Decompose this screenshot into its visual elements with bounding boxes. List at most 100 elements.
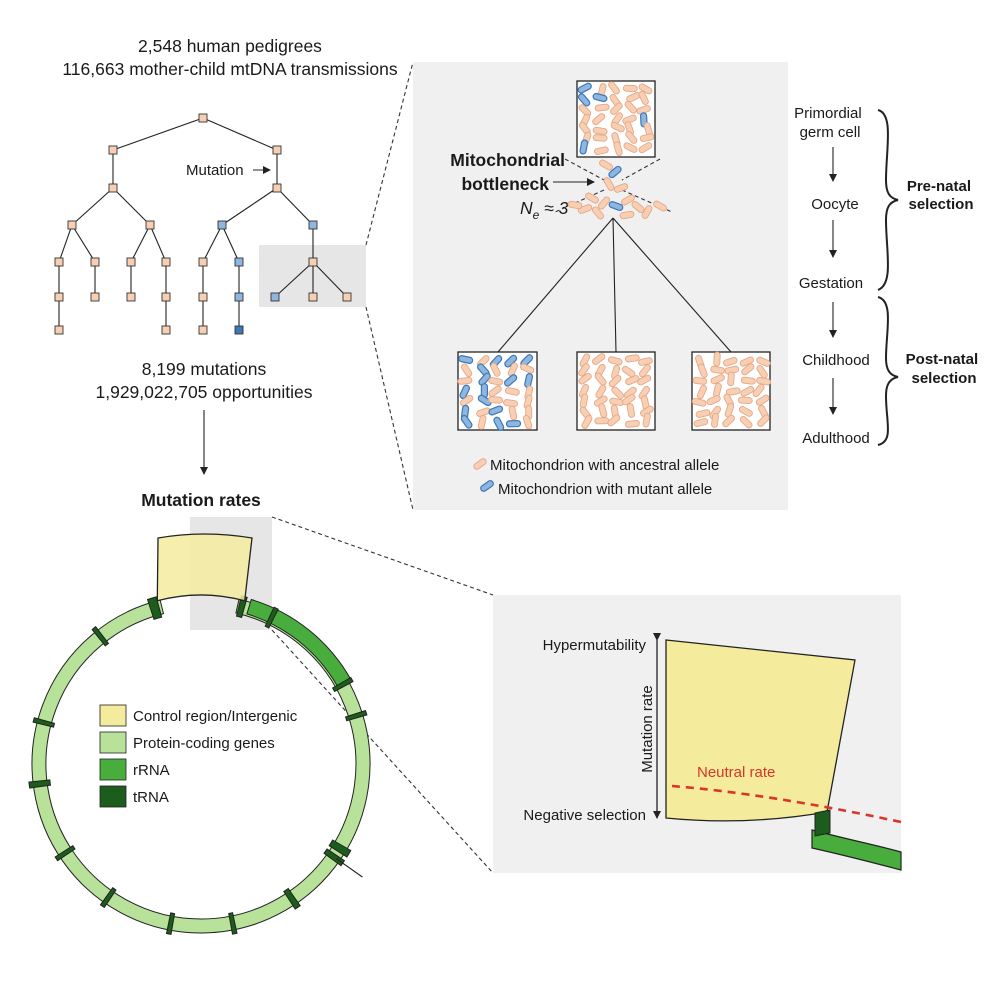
- pedigree-node-mutant: [234, 325, 244, 335]
- trna-segment: [28, 779, 52, 789]
- pedigree-node: [108, 145, 118, 155]
- pedigree-node: [308, 257, 318, 267]
- ancestral-mitochondrion: [710, 412, 720, 429]
- prenatal-label-line2: selection: [908, 196, 973, 213]
- development-stages: Primordial germ cell Oocyte Gestation Ch…: [794, 105, 983, 447]
- genome-connector-bottom: [271, 629, 494, 874]
- pedigree-node: [126, 257, 136, 267]
- genome-zoom-tick: [335, 858, 363, 878]
- hypermutability-label: Hypermutability: [543, 637, 647, 654]
- pedigree-node: [161, 292, 171, 302]
- pedigree-node: [198, 325, 208, 335]
- neutral-rate-line: [671, 784, 902, 824]
- stats-line2: 1,929,022,705 opportunities: [96, 382, 313, 402]
- pedigree-title-line2: 116,663 mother-child mtDNA transmissions: [62, 59, 397, 79]
- ancestral-mitochondrion: [487, 395, 504, 404]
- ancestral-mitochondrion: [740, 376, 757, 385]
- stage-childhood: Childhood: [802, 352, 870, 369]
- genome-legend: Control region/Intergenic Protein-coding…: [99, 704, 298, 808]
- ancestral-mitochondrion: [737, 396, 753, 405]
- trna-segment: [283, 887, 301, 910]
- trna-segment: [32, 717, 56, 728]
- trna-segment: [54, 845, 76, 862]
- bottleneck-legend: Mitochondrion with ancestral allele Mito…: [472, 457, 719, 498]
- pedigree-node: [126, 292, 136, 302]
- child-cell-box-mixed: [457, 351, 538, 432]
- trna-segment: [146, 596, 163, 621]
- mutation-rate-axis-label: Mutation rate: [639, 685, 656, 773]
- legend-trna-label: tRNA: [133, 789, 169, 806]
- zoom-connector-top: [365, 61, 414, 246]
- legend-control-label: Control region/Intergenic: [133, 708, 298, 725]
- legend-protein-label: Protein-coding genes: [133, 735, 275, 752]
- prenatal-label-line1: Pre-natal: [907, 178, 971, 195]
- pedigree-node: [90, 292, 100, 302]
- pedigree-node-mixed: [270, 292, 280, 302]
- stage-gestation: Gestation: [799, 275, 863, 292]
- trna-segment: [264, 606, 279, 629]
- pedigree-node: [342, 292, 352, 302]
- trna-segment: [344, 709, 368, 722]
- legend-rrna-label: rRNA: [133, 762, 170, 779]
- pedigree-tree: [58, 117, 348, 330]
- child-cell-box-ancestral: [576, 351, 656, 431]
- mtdna-genome-ring: [28, 595, 371, 935]
- pedigree-node-mutant: [234, 257, 244, 267]
- control-region-wedge: [156, 533, 253, 602]
- pedigree-node: [161, 257, 171, 267]
- stage-primordial-germ-cell: Primordial germ cell: [794, 105, 866, 141]
- ancestral-mitochondrion: [727, 371, 735, 387]
- pedigree-node: [161, 325, 171, 335]
- ancestral-mitochondrion: [713, 351, 721, 367]
- mutation-rates-title: Mutation rates: [141, 490, 261, 510]
- stage-oocyte: Oocyte: [811, 196, 859, 213]
- stage-primordial-line2: germ cell: [800, 124, 861, 141]
- pedigree-node: [54, 325, 64, 335]
- ancestral-mitochondrion: [622, 84, 638, 93]
- zoom-connector-bottom: [365, 306, 414, 511]
- pedigree-node: [198, 292, 208, 302]
- ancestral-mitochondrion: [692, 376, 708, 386]
- pedigree-node-mutant: [217, 220, 227, 230]
- pedigree-node: [272, 145, 282, 155]
- pedigree-node: [272, 183, 282, 193]
- legend-ancestral-label: Mitochondrion with ancestral allele: [490, 457, 719, 474]
- trna-segment: [165, 912, 176, 935]
- trna-segment: [331, 676, 354, 693]
- ancestral-mitochondrion: [594, 417, 610, 425]
- prenatal-brace: [877, 109, 899, 291]
- trna-segment: [328, 839, 352, 858]
- legend-swatch-trna: [99, 785, 127, 808]
- trna-segment: [228, 912, 238, 935]
- stats-line1: 8,199 mutations: [142, 359, 267, 379]
- negative-selection-label: Negative selection: [523, 807, 646, 824]
- bottleneck-title-line1: Mitochondrial: [450, 150, 565, 170]
- postnatal-label-line1: Post-natal: [906, 351, 979, 368]
- bottleneck-title-line2: bottleneck: [461, 174, 549, 194]
- pedigree-node: [67, 220, 77, 230]
- zoom-control-region: [665, 639, 856, 822]
- trna-segment: [323, 848, 346, 867]
- pedigree-node-mutant: [234, 292, 244, 302]
- postnatal-label-line2: selection: [911, 370, 976, 387]
- trna-segment: [91, 625, 110, 647]
- genome-connector-top: [271, 516, 494, 596]
- pedigree-node: [145, 220, 155, 230]
- pedigree-title-line1: 2,548 human pedigrees: [138, 36, 322, 56]
- ancestral-mitochondrion: [592, 133, 608, 142]
- legend-mutant-label: Mitochondrion with mutant allele: [498, 481, 712, 498]
- trna-segment: [99, 887, 117, 909]
- prenatal-label: Pre-natal selection: [907, 178, 975, 213]
- postnatal-brace: [877, 296, 899, 446]
- pedigree-nodes: [54, 113, 352, 335]
- pedigree-node-mutant: [308, 220, 318, 230]
- ne-label: Ne ≈ 3: [520, 198, 569, 222]
- pedigree-node: [198, 113, 208, 123]
- legend-swatch-control: [99, 704, 127, 727]
- postnatal-label: Post-natal selection: [906, 351, 983, 387]
- mutation-label: Mutation: [186, 162, 244, 179]
- stage-adulthood: Adulthood: [802, 430, 870, 447]
- child-cell-box-ancestral: [691, 351, 772, 431]
- parent-cell-box: [576, 80, 656, 158]
- trna-block: [814, 809, 831, 837]
